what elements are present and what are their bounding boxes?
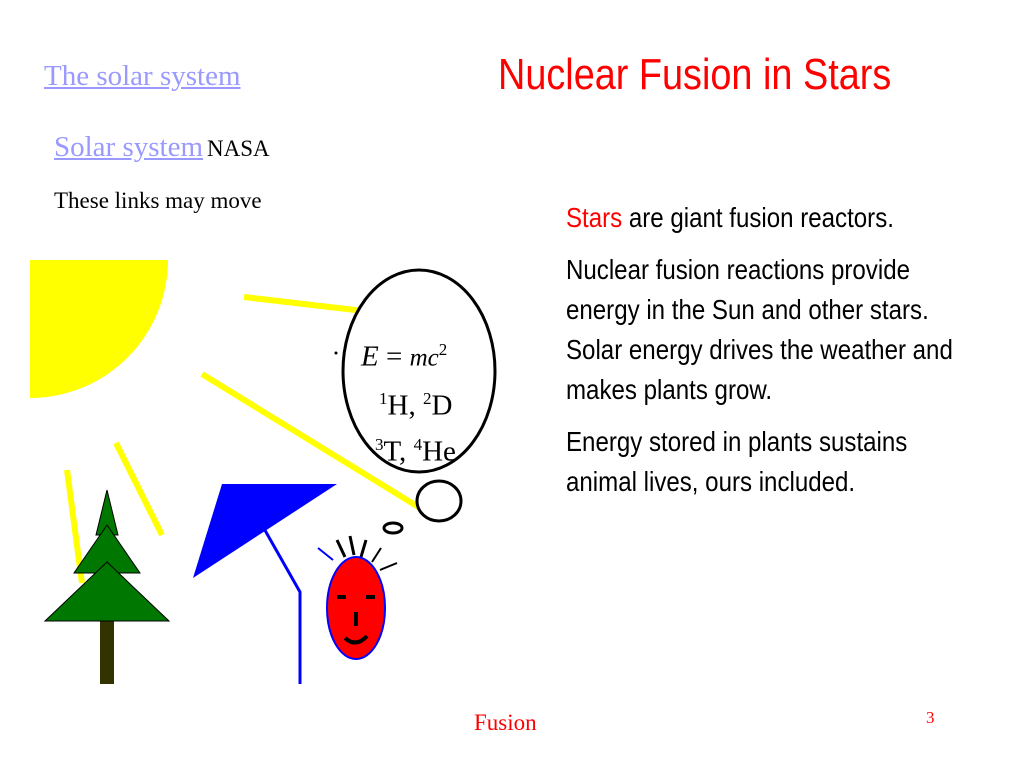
face-hair [335,539,347,558]
slide-title: Nuclear Fusion in Stars [498,50,892,99]
links-note: These links may move [54,188,262,213]
stars-highlight: Stars [566,202,623,233]
face-mouth [343,634,369,645]
isotopes-tritium-helium: 3T, 4He [375,435,456,468]
sun-ray [200,371,422,511]
link-the-solar-system[interactable]: The solar system [44,60,241,92]
thought-bubble-text: E = mc2 1H, 2D 3T, 4He [345,330,495,472]
tree-bottom-tier [43,561,171,622]
link-source-label: NASA [207,136,270,161]
thought-bubble-large [341,268,497,474]
sun-ray [113,441,165,537]
face-hair [371,547,382,563]
isotopes-hydrogen-deuterium: 1H, 2D [379,388,453,422]
slide-number: 3 [926,708,935,727]
umbrella-handle [260,524,302,684]
paragraph-fusion-reactions: Nuclear fusion reactions provide energy … [566,254,953,405]
footer-label: Fusion [474,710,537,735]
thought-bubble-small [382,521,404,535]
face-hair [359,539,368,558]
face-hair [317,547,334,561]
paragraph-stars: Stars are giant fusion reactors. [566,202,894,233]
paragraph-energy-stored: Energy stored in plants sustains animal … [566,426,908,497]
equation-mass-energy: E = mc2 [361,340,448,373]
link-solar-system-nasa[interactable]: Solar system [54,131,204,163]
sun-shape [30,260,168,398]
face-hair [379,562,398,571]
thought-dot [334,351,338,355]
face-hair [348,535,356,556]
body-text: Stars are giant fusion reactors. Nuclear… [566,198,953,514]
face [326,556,386,660]
thought-bubble-medium [415,479,463,523]
